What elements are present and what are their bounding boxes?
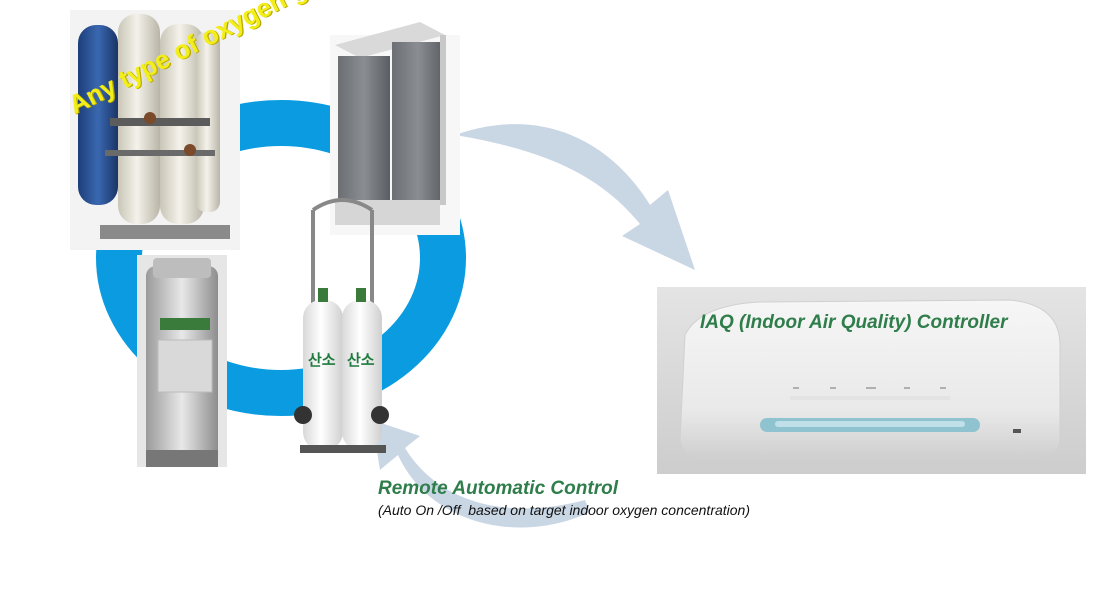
arrow-remote-control (372, 420, 590, 528)
oxygen-generator-plant (70, 10, 240, 250)
liquid-oxygen-dewar (137, 255, 227, 467)
oxygen-cabinet (330, 22, 460, 235)
arrow-to-controller (455, 124, 695, 271)
oxygen-cylinder-cart: 산소 산소 (294, 198, 389, 453)
cycle-ring (96, 100, 466, 416)
remote-control-subtitle: (Auto On /Off based on target indoor oxy… (378, 502, 750, 518)
cylinder-label-left: 산소 (308, 351, 336, 369)
cylinder-label-right: 산소 (347, 351, 375, 369)
controller-title: IAQ (Indoor Air Quality) Controller (700, 312, 1008, 333)
iaq-controller-device (657, 287, 1086, 474)
remote-control-title: Remote Automatic Control (378, 478, 618, 499)
